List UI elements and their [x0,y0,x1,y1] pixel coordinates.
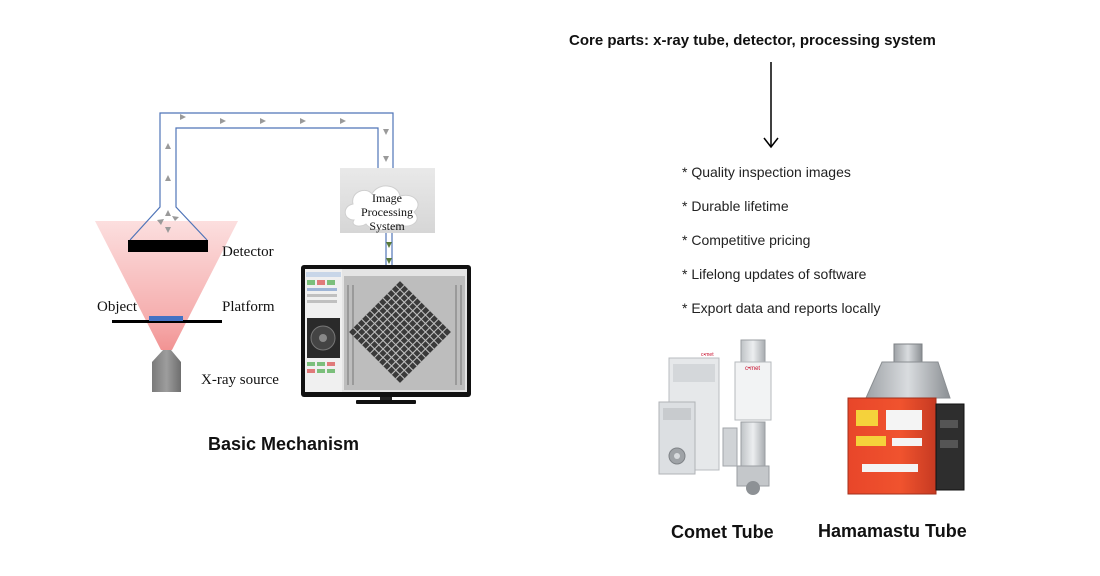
flow-arrows-green [386,242,392,264]
platform-bar [112,320,222,323]
hamamatsu-tube-caption: Hamamastu Tube [818,521,967,541]
object-sample [149,316,183,321]
feature-item: * Lifelong updates of software [682,266,867,282]
feature-item: * Quality inspection images [682,164,851,180]
mechanism-caption: Basic Mechanism [208,434,360,454]
processing-label-line2: Processing [361,205,413,219]
comet-tube-caption: Comet Tube [671,522,774,542]
feature-item: * Durable lifetime [682,198,789,214]
object-label: Object [97,299,137,315]
signal-wire [129,112,394,268]
monitor [301,265,471,404]
processing-label-line3: System [369,219,405,233]
processing-label-line1: Image [372,191,402,205]
platform-label: Platform [222,299,275,315]
cloud-icon [344,185,419,231]
xray-source [152,350,181,392]
down-arrow-icon [763,62,779,149]
flow-arrows [157,114,389,233]
xray-source-label: X-ray source [201,372,279,388]
core-parts-title: Core parts: x-ray tube, detector, proces… [569,32,936,49]
comet-tube-image: c•met c•met [658,339,772,495]
feature-item: * Competitive pricing [682,232,811,248]
feature-item: * Export data and reports locally [682,300,881,316]
feature-list: * Quality inspection images * Durable li… [682,164,880,334]
processing-system-label: Image Processing System [347,191,427,233]
hamamatsu-tube-image [847,343,965,495]
comet-logo-cabinet: c•met [701,352,714,358]
xray-beam [95,221,238,350]
detector-label: Detector [222,244,274,260]
detector-plate [128,240,208,252]
comet-logo: c•met [745,366,760,372]
